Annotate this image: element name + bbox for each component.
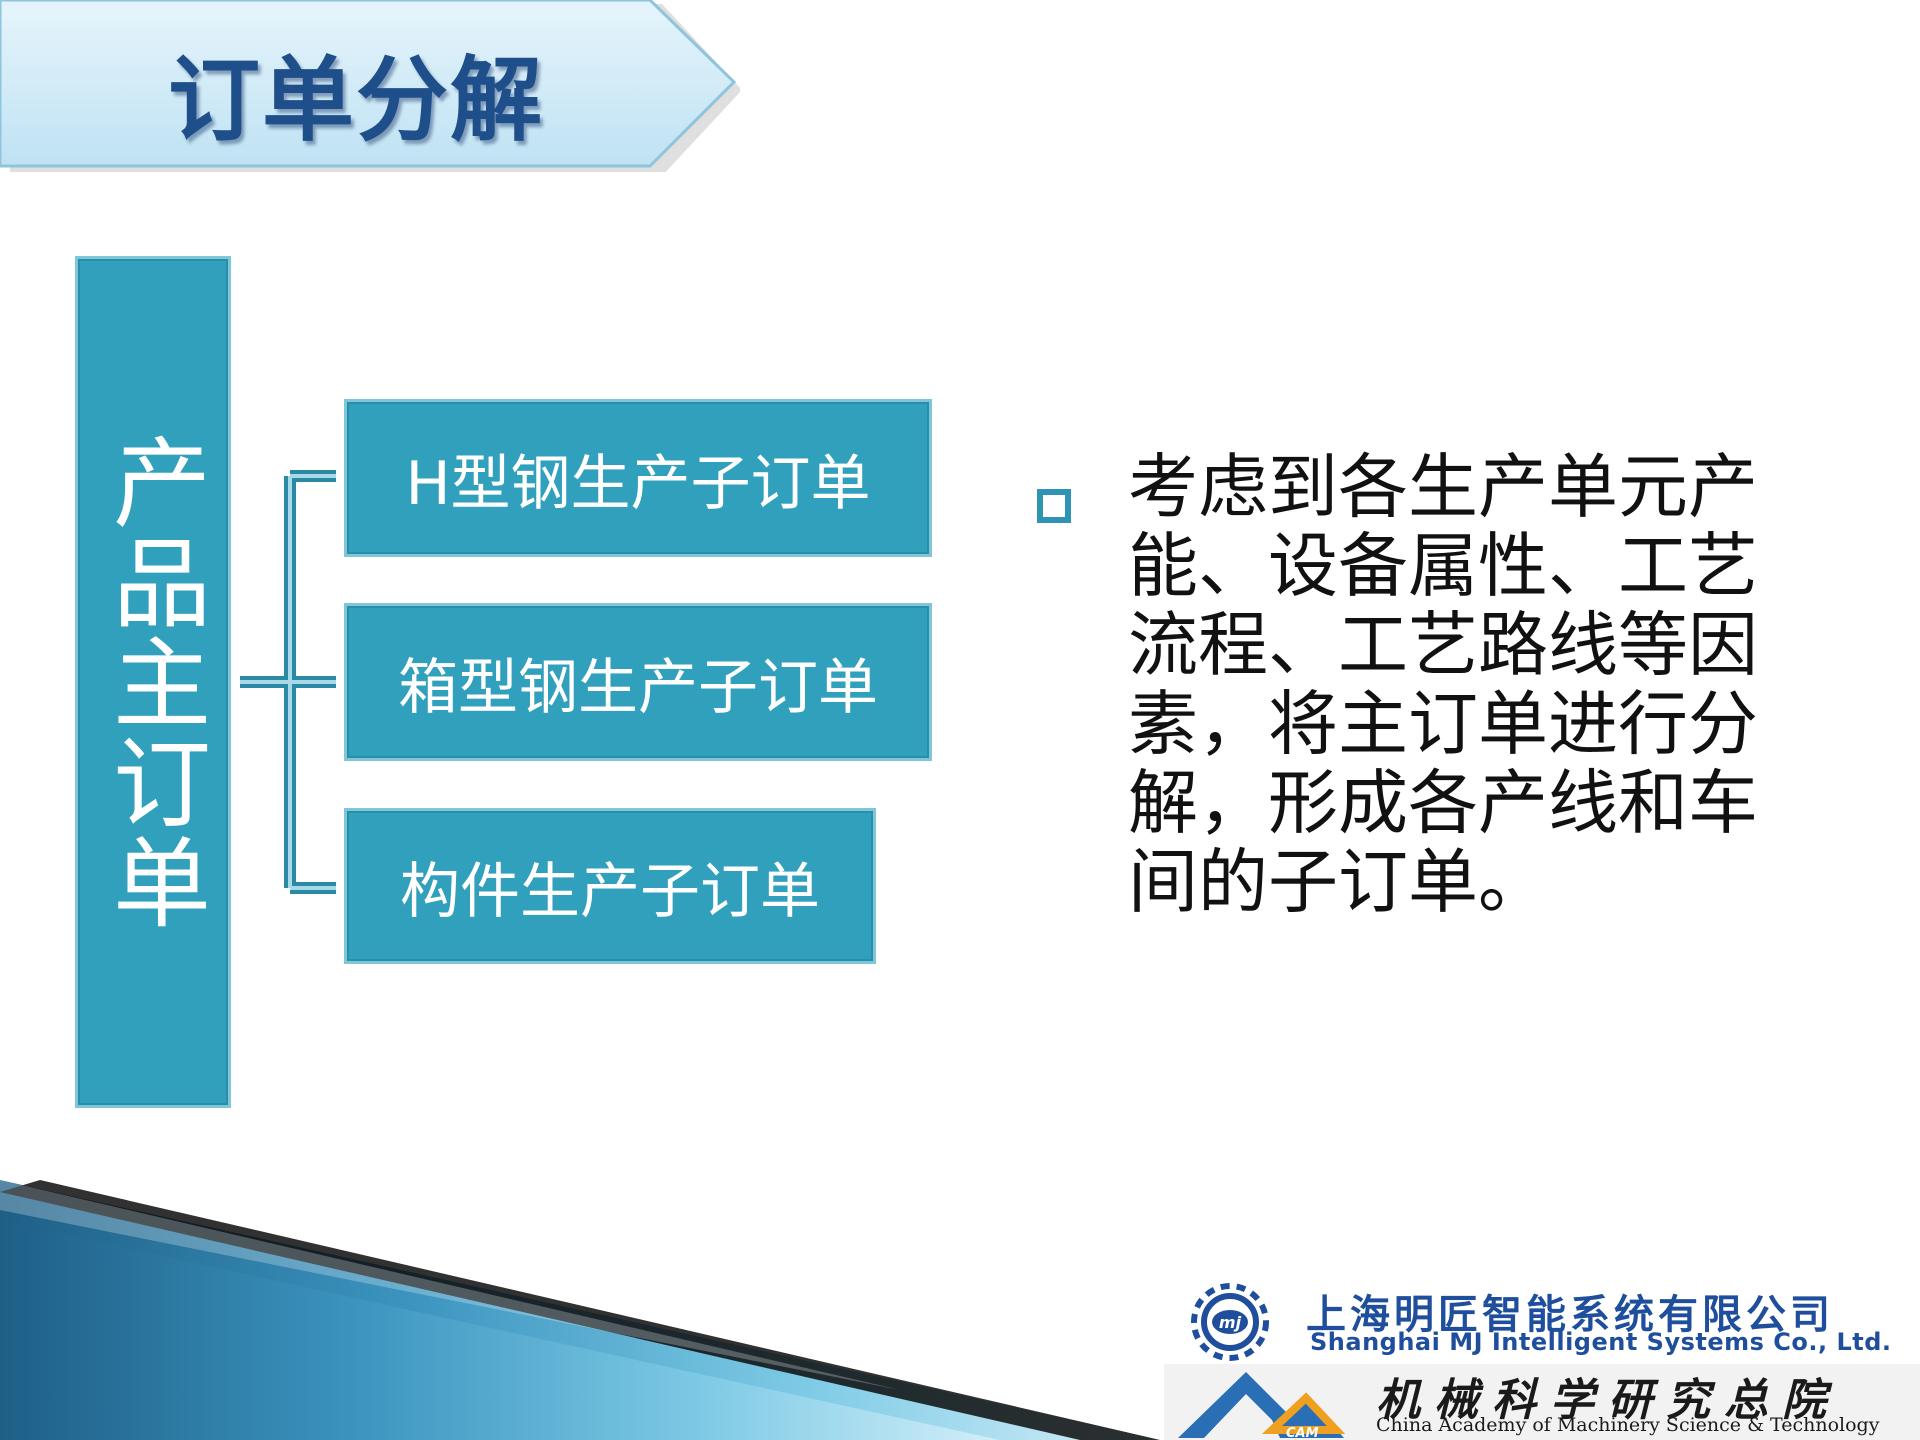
bottom-swoosh-decoration [0, 1180, 1160, 1440]
description-paragraph: 考虑到各生产单元产能、设备属性、工艺流程、工艺路线等因素，将主订单进行分解，形成… [1128, 446, 1758, 923]
mj-name-en: Shanghai MJ Intelligent Systems Co., Ltd… [1310, 1328, 1892, 1356]
cam-name-cn: 机械科学研究总院 [1376, 1375, 1840, 1426]
mj-company-logo: mj 上海明匠智能系统有限公司 Shanghai MJ Intelligent … [1174, 1282, 1920, 1362]
sub-order-box-beam: 箱型钢生产子订单 [344, 603, 932, 761]
square-bullet-icon [1037, 489, 1071, 523]
mj-badge-text: mj [1219, 1313, 1242, 1332]
gear-icon: mj [1191, 1283, 1269, 1361]
page-title: 订单分解 [168, 47, 545, 154]
order-connector [240, 470, 336, 894]
cam-mountain-icon: CAM [1178, 1372, 1346, 1440]
cam-institute-logo: CAM 机械科学研究总院 China Academy of Machinery … [1164, 1364, 1920, 1440]
title-banner-shape [0, 0, 740, 172]
main-order-label: 产品主订单 [96, 432, 210, 932]
title-banner: 订单分解 [0, 0, 740, 172]
main-order-box: 产品主订单 [75, 256, 231, 1108]
cam-badge-text: CAM [1286, 1426, 1319, 1440]
sub-order-h-beam: H型钢生产子订单 [344, 399, 932, 557]
cam-name-en: China Academy of Machinery Science & Tec… [1376, 1414, 1880, 1436]
mj-name-cn: 上海明匠智能系统有限公司 [1306, 1291, 1834, 1338]
sub-order-component: 构件生产子订单 [344, 808, 876, 964]
